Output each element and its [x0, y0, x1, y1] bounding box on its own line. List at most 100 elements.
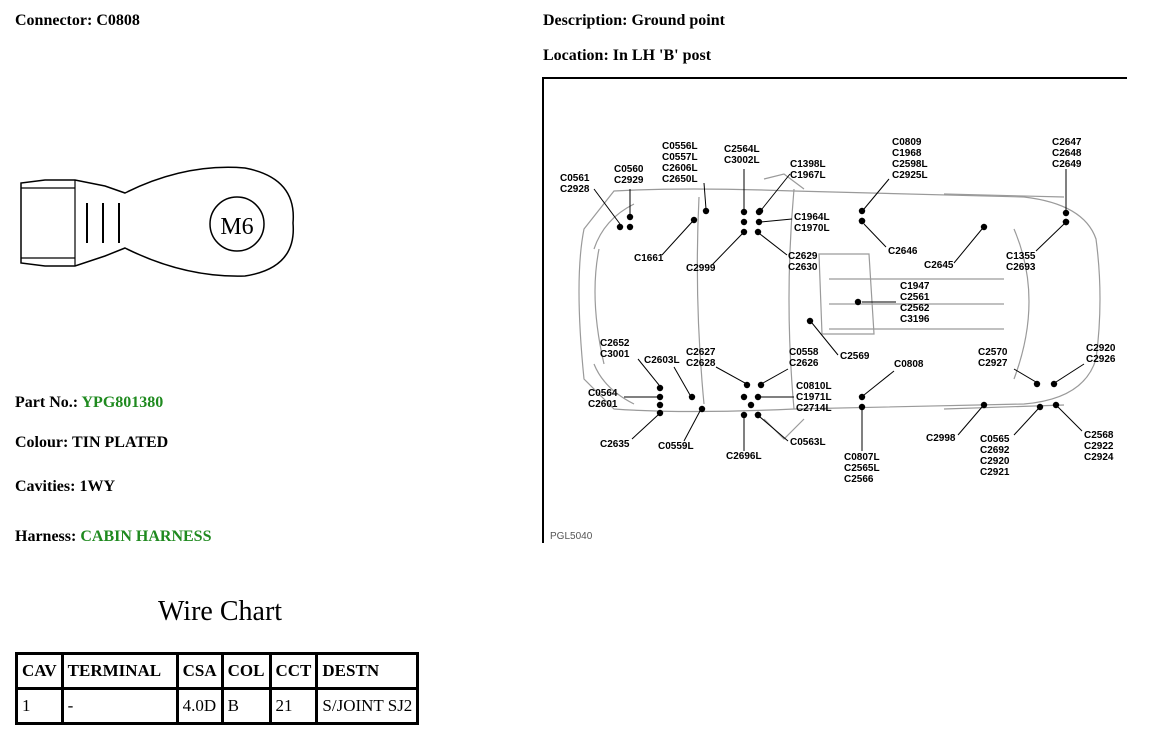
connector-label: C1971L [796, 392, 832, 403]
leader-line [811, 322, 839, 356]
connector-label: C2714L [796, 403, 832, 414]
connector-location-dot [858, 403, 866, 411]
cavities-label: Cavities: [15, 478, 76, 495]
col-terminal: TERMINAL [60, 652, 179, 690]
connector-label: C2921 [980, 467, 1010, 478]
connector-location-dot [980, 223, 988, 231]
part-no-line: Part No.: YPG801380 [15, 394, 163, 412]
connector-location-dot [656, 401, 664, 409]
leader-line [1035, 223, 1065, 252]
leader-line [1013, 368, 1037, 383]
connector-location-dot [756, 207, 764, 215]
connector-label: C3001 [600, 349, 630, 360]
leader-line [715, 366, 746, 384]
leader-line [673, 366, 691, 396]
connector-location-dot [656, 384, 664, 392]
col-destn: DESTN [315, 652, 420, 690]
connector-label: C2630 [788, 262, 818, 273]
connector-line: Connector: C0808 [15, 12, 140, 30]
location-line: Location: In LH 'B' post [543, 47, 711, 65]
connector-label: C2601 [588, 399, 618, 410]
connector-label: C2568 [1084, 430, 1114, 441]
connector-location-dot [1052, 401, 1060, 409]
connector-label: C2648 [1052, 148, 1082, 159]
connector-label: C3002L [724, 155, 760, 166]
connector-label: C2920 [1086, 343, 1116, 354]
connector-label: C1398L [790, 159, 826, 170]
leader-line [683, 410, 701, 442]
connector-label: C0810L [796, 381, 832, 392]
cell-cav: 1 [15, 687, 64, 725]
connector-label: C1947 [900, 281, 930, 292]
connector-label: C2927 [978, 358, 1008, 369]
connector-label: C0809 [892, 137, 922, 148]
connector-label: C0558 [789, 347, 819, 358]
connector-label: C2566 [844, 474, 874, 485]
connector-location-dot [616, 223, 624, 231]
leader-line [711, 233, 743, 266]
table-row: 1 - 4.0D B 21 S/JOINT SJ2 [15, 687, 420, 725]
leader-line [863, 223, 887, 248]
cell-terminal: - [60, 687, 179, 725]
connector-label: C0556L [662, 141, 698, 152]
connector-location-dot [740, 393, 748, 401]
connector-location-dot [854, 298, 862, 306]
leader-line [661, 221, 693, 256]
leader-line [1057, 406, 1083, 432]
connector-label: C0808 [894, 359, 924, 370]
connector-label: C2569 [840, 351, 870, 362]
connector-label: C0557L [662, 152, 698, 163]
connector-label: C0565 [980, 434, 1010, 445]
connector-location-dot [754, 393, 762, 401]
connector-location-dot [757, 381, 765, 389]
location-value: In LH 'B' post [612, 47, 712, 64]
connector-location-dot [1062, 218, 1070, 226]
connector-label: C2646 [888, 246, 918, 257]
diagram-ref: PGL5040 [550, 531, 593, 542]
colour-line: Colour: TIN PLATED [15, 434, 168, 452]
wire-chart-table: CAV TERMINAL CSA COL CCT DESTN 1 - 4.0D … [15, 652, 420, 725]
connector-label: C2998 [926, 433, 956, 444]
connector-label: C2922 [1084, 441, 1114, 452]
connector-label: C3196 [900, 314, 930, 325]
wire-chart-title: Wire Chart [158, 596, 283, 627]
connector-label: C2924 [1084, 452, 1114, 463]
connector-value: C0808 [96, 12, 140, 29]
connector-location-dot [688, 393, 696, 401]
connector-location-dot [743, 381, 751, 389]
connector-label: C2647 [1052, 137, 1082, 148]
cell-csa: 4.0D [175, 687, 224, 725]
part-no-label: Part No.: [15, 394, 79, 411]
harness-label: Harness: [15, 528, 77, 545]
connector-label: C0563L [790, 437, 826, 448]
leader-line [593, 188, 621, 225]
description-value: Ground point [631, 12, 725, 29]
connector-location-dot [626, 223, 634, 231]
cell-destn: S/JOINT SJ2 [315, 687, 420, 725]
connector-location-dot [740, 218, 748, 226]
connector-label: C2570 [978, 347, 1008, 358]
leader-line [863, 370, 895, 396]
leader-line [1013, 408, 1039, 436]
connector-label: C2929 [614, 175, 644, 186]
wire-chart-header-row: CAV TERMINAL CSA COL CCT DESTN [15, 652, 420, 690]
cell-col: B [220, 687, 272, 725]
connector-label: C2606L [662, 163, 698, 174]
connector-label: C1968 [892, 148, 922, 159]
col-csa: CSA [175, 652, 224, 690]
connector-label: C1967L [790, 170, 826, 181]
connector-label: C2928 [560, 184, 590, 195]
connector-label: C2603L [644, 355, 680, 366]
connector-label: C2652 [600, 338, 630, 349]
connector-location-dot [754, 411, 762, 419]
connector-label: C1970L [794, 223, 830, 234]
cell-cct: 21 [268, 687, 319, 725]
col-cct: CCT [268, 652, 319, 690]
connector-location-dot [858, 217, 866, 225]
connector-label: C2628 [686, 358, 716, 369]
connector-label: C2564L [724, 144, 760, 155]
connector-location-dot [702, 207, 710, 215]
connector-location-dot [747, 401, 755, 409]
connector-label: C2650L [662, 174, 698, 185]
connector-label: C2565L [844, 463, 880, 474]
